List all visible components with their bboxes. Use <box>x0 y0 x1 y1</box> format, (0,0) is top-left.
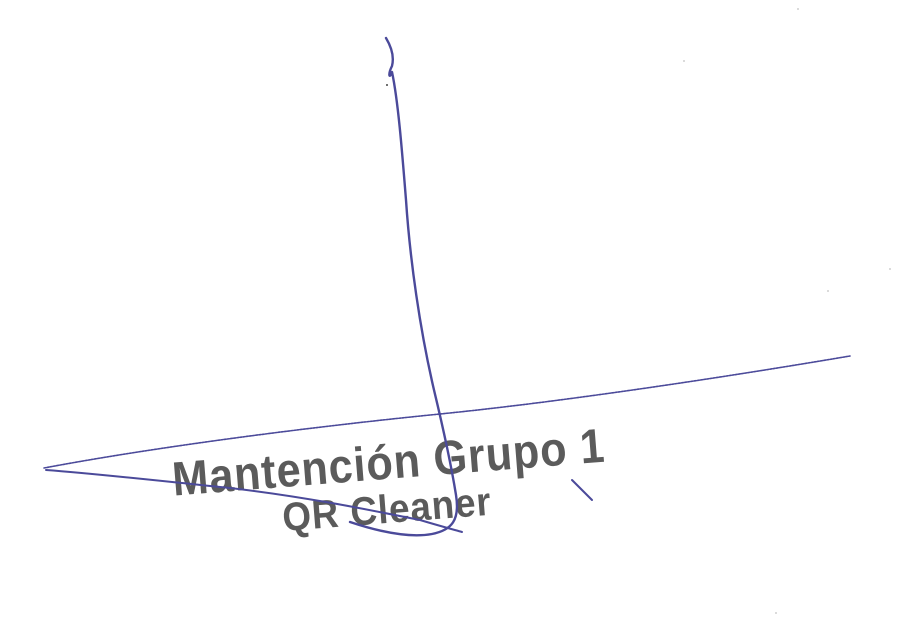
speck <box>386 84 388 86</box>
speck <box>683 60 685 62</box>
speck <box>775 612 777 614</box>
speck <box>827 290 829 292</box>
speck <box>797 8 799 10</box>
speck <box>889 268 891 270</box>
